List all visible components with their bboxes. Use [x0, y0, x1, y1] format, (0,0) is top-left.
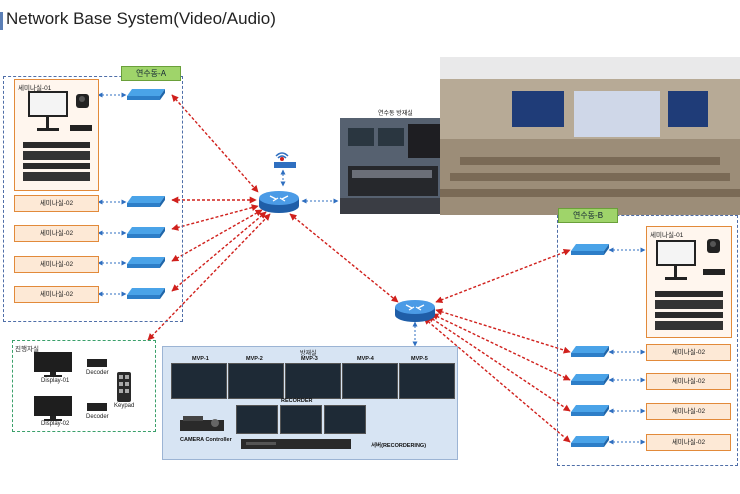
broadcast-room-caption: 연수동 방재실: [378, 111, 413, 117]
display-01-monitor-icon: [34, 352, 72, 377]
auditorium-photo: [440, 57, 740, 215]
room-a-02-1: 세미나실-02: [14, 195, 99, 212]
group-a-box: [3, 76, 183, 322]
switch-icon: [571, 244, 609, 255]
switch-icon: [127, 257, 165, 268]
room-b-01-label: 세미나실-01: [650, 232, 684, 239]
room-a-01-equipment: [23, 91, 92, 181]
mvp-1-screen: [171, 363, 227, 399]
switch-icon: [571, 436, 609, 447]
room-a-02-2: 세미나실-02: [14, 225, 99, 242]
switch-icon: [127, 196, 165, 207]
keypad-icon: [117, 372, 131, 402]
server-label: 서버(RECORDERING): [371, 443, 427, 449]
router-icon-b: [395, 300, 435, 322]
recorder-monitor-3: [324, 405, 366, 434]
display-02-monitor-icon: [34, 396, 72, 421]
switch-icon: [127, 89, 165, 100]
router-icon-a: [259, 191, 299, 213]
room-b-02-3: 세미나실-02: [646, 403, 731, 420]
wireless-ap-icon: [274, 152, 296, 168]
room-b-01: 세미나실-01: [646, 226, 732, 338]
keypad-label: Keypad: [114, 403, 135, 409]
switch-icon: [127, 227, 165, 238]
decoder-label-1: Decoder: [86, 370, 109, 376]
mvp-3-label: MVP-3: [301, 356, 318, 362]
mvp-2-label: MVP-2: [246, 356, 263, 362]
room-a-02-3: 세미나실-02: [14, 256, 99, 273]
mvp-3-screen: [285, 363, 341, 399]
progress-room-label: 진행자실: [15, 346, 39, 353]
room-b-01-equipment: [655, 239, 725, 330]
decoder-icon: [87, 359, 107, 367]
progress-room-box: [12, 340, 156, 432]
switch-icon: [127, 288, 165, 299]
title-accent-bar: [0, 12, 3, 30]
recorder-monitor-1: [236, 405, 278, 434]
switch-icon: [571, 346, 609, 357]
group-a-label: 연수동-A: [121, 66, 181, 81]
mvp-5-screen: [399, 363, 455, 399]
decoder-label-2: Decoder: [86, 414, 109, 420]
studio-label: 방재실: [300, 351, 317, 357]
camera-controller-label: CAMERA Controller: [180, 437, 232, 443]
mvp-5-label: MVP-5: [411, 356, 428, 362]
decoder-icon: [87, 403, 107, 411]
mvp-4-screen: [342, 363, 398, 399]
switch-icon: [571, 405, 609, 416]
room-a-01: 세미나실-01: [14, 79, 99, 191]
room-a-01-label: 세미나실-01: [18, 85, 52, 92]
recorder-label: RECORDER: [281, 398, 313, 404]
display-02-label: Display-02: [41, 421, 70, 427]
room-b-02-4: 세미나실-02: [646, 434, 731, 451]
switch-icon: [571, 374, 609, 385]
page-title: Network Base System(Video/Audio): [6, 9, 276, 28]
group-b-box: [557, 215, 738, 466]
mvp-1-label: MVP-1: [192, 356, 209, 362]
display-01-label: Display-01: [41, 378, 70, 384]
room-b-02-1: 세미나실-02: [646, 344, 731, 361]
camera-controller-icon: [180, 416, 224, 431]
recorder-monitor-2: [280, 405, 322, 434]
mvp-2-screen: [228, 363, 284, 399]
mvp-4-label: MVP-4: [357, 356, 374, 362]
room-b-02-2: 세미나실-02: [646, 373, 731, 390]
recording-server-icon: [241, 439, 351, 449]
group-b-label: 연수동-B: [558, 208, 618, 223]
room-a-02-4: 세미나실-02: [14, 286, 99, 303]
